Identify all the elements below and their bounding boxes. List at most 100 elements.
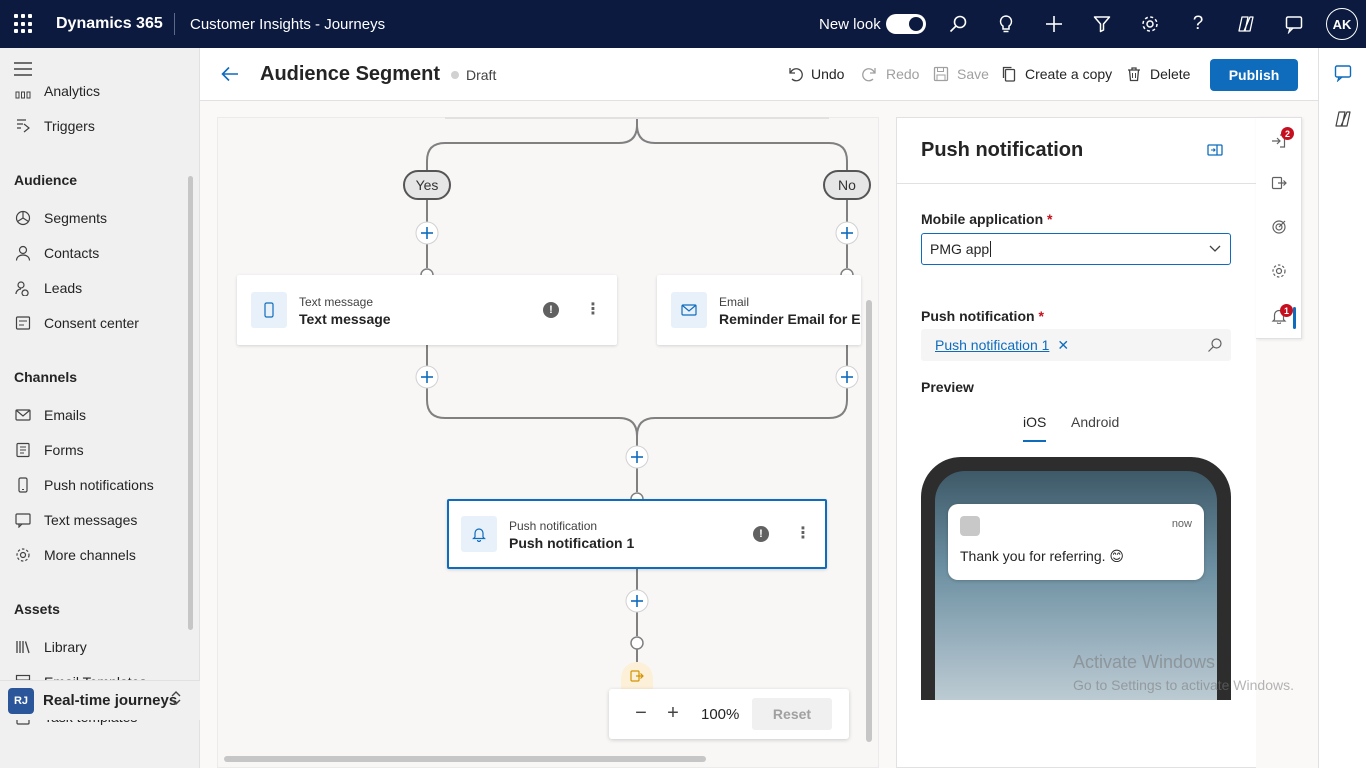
journey-connectors: [420, 117, 854, 662]
right-app-rail: [1318, 48, 1366, 768]
search-icon[interactable]: [946, 12, 970, 36]
bell-icon: [461, 516, 497, 552]
nav-item-contacts[interactable]: Contacts: [0, 238, 186, 268]
mobile-application-label: Mobile application *: [921, 211, 1053, 227]
more-options-icon[interactable]: ⋮: [795, 525, 811, 542]
remove-tag-icon[interactable]: ✕: [1057, 336, 1070, 353]
area-label: Real-time journeys: [43, 692, 178, 709]
feedback-icon[interactable]: [1282, 12, 1306, 36]
branch-no-label[interactable]: No: [823, 170, 871, 200]
goal-icon[interactable]: [1270, 218, 1288, 236]
notification-time: now: [1171, 518, 1192, 530]
area-switcher[interactable]: RJ Real-time journeys: [0, 680, 200, 720]
canvas-vertical-scrollbar[interactable]: [866, 300, 872, 742]
add-icon: [835, 221, 859, 245]
push-notification-lookup[interactable]: Push notification 1 ✕: [921, 329, 1231, 361]
command-bar: Audience Segment Draft Undo Redo Save Cr…: [200, 48, 1318, 101]
contacts-icon: [14, 244, 32, 262]
warning-icon[interactable]: !: [543, 302, 559, 318]
segments-icon: [14, 209, 32, 227]
tab-android[interactable]: Android: [1071, 414, 1120, 430]
nav-item-label: Segments: [44, 210, 108, 226]
branch-yes-label[interactable]: Yes: [403, 170, 451, 200]
nav-item-analytics[interactable]: Analytics: [0, 76, 186, 106]
chat-icon[interactable]: [1334, 64, 1352, 85]
brand-title[interactable]: Dynamics 365: [56, 15, 163, 32]
nav-item-label: Push notifications: [44, 477, 154, 493]
nav-item-emails[interactable]: Emails: [0, 400, 186, 430]
text-message-tile[interactable]: Text message Text message ! ⋮: [237, 275, 617, 345]
required-asterisk: *: [1047, 211, 1053, 227]
tab-ios[interactable]: iOS: [1023, 414, 1047, 442]
push-notification-tile[interactable]: Push notification Push notification 1 ! …: [447, 499, 827, 569]
warning-icon[interactable]: !: [753, 526, 769, 542]
add-step-button[interactable]: [625, 589, 649, 616]
zoom-out-button[interactable]: −: [635, 701, 647, 724]
delete-button[interactable]: Delete: [1126, 66, 1190, 82]
save-icon: [933, 66, 949, 82]
add-step-button[interactable]: [835, 365, 859, 392]
help-icon[interactable]: ?: [1192, 13, 1204, 34]
add-icon: [835, 365, 859, 389]
back-arrow-icon[interactable]: [220, 64, 240, 87]
settings-icon[interactable]: [1270, 262, 1288, 280]
nav-item-forms[interactable]: Forms: [0, 435, 186, 465]
reset-zoom-button[interactable]: Reset: [752, 698, 832, 730]
leads-icon: [14, 279, 32, 297]
add-step-button[interactable]: [625, 445, 649, 472]
chevron-down-icon: [1208, 241, 1222, 258]
notification-preview-card: now Thank you for referring. 😊: [948, 504, 1204, 580]
save-button[interactable]: Save: [933, 66, 989, 82]
selected-push-notification-link[interactable]: Push notification 1: [935, 337, 1050, 353]
new-look-toggle[interactable]: [886, 14, 926, 34]
nav-item-more-channels[interactable]: More channels: [0, 540, 186, 570]
canvas-horizontal-scrollbar[interactable]: [224, 756, 706, 762]
add-step-button[interactable]: [415, 365, 439, 392]
email-tile[interactable]: Email Reminder Email for Eve: [657, 275, 861, 345]
copilot-icon[interactable]: [1334, 110, 1352, 131]
app-name[interactable]: Customer Insights - Journeys: [190, 16, 386, 33]
tile-name: Push notification 1: [509, 535, 635, 551]
nav-item-triggers[interactable]: Triggers: [0, 111, 186, 141]
nav-item-segments[interactable]: Segments: [0, 203, 186, 233]
search-icon[interactable]: [1207, 337, 1223, 356]
panel-side-rail: 2 1: [1256, 117, 1302, 339]
hamburger-menu-icon[interactable]: [14, 62, 32, 79]
create-copy-button[interactable]: Create a copy: [1001, 66, 1112, 82]
user-avatar[interactable]: AK: [1326, 8, 1358, 40]
copilot-icon[interactable]: [1234, 12, 1258, 36]
redo-button[interactable]: Redo: [862, 66, 919, 82]
phone-preview: now Thank you for referring. 😊: [921, 457, 1231, 700]
undo-button[interactable]: Undo: [787, 66, 844, 82]
nav-item-text-messages[interactable]: Text messages: [0, 505, 186, 535]
nav-item-library[interactable]: Library: [0, 632, 186, 662]
top-bar: Dynamics 365 Customer Insights - Journey…: [0, 0, 1366, 48]
add-icon[interactable]: [1042, 12, 1066, 36]
collapse-panel-icon[interactable]: [1207, 143, 1223, 160]
mail-icon: [14, 406, 32, 424]
publish-button[interactable]: Publish: [1210, 59, 1298, 91]
phone-icon: [14, 476, 32, 494]
nav-scrollbar[interactable]: [188, 176, 193, 630]
add-icon: [415, 365, 439, 389]
notification-badge: 2: [1281, 127, 1294, 140]
zoom-in-button[interactable]: +: [667, 701, 679, 724]
nav-item-consent-center[interactable]: Consent center: [0, 308, 186, 338]
app-launcher-icon[interactable]: [14, 14, 34, 34]
settings-icon[interactable]: [1138, 12, 1162, 36]
mobile-application-dropdown[interactable]: PMG app: [921, 233, 1231, 265]
copy-label: Create a copy: [1025, 66, 1113, 82]
add-step-button[interactable]: [415, 221, 439, 248]
more-options-icon[interactable]: ⋮: [585, 301, 601, 318]
exit-node[interactable]: [621, 662, 653, 690]
status-label: Draft: [466, 67, 497, 83]
nav-item-push-notifications[interactable]: Push notifications: [0, 470, 186, 500]
nav-item-leads[interactable]: Leads: [0, 273, 186, 303]
filter-icon[interactable]: [1090, 12, 1114, 36]
lightbulb-icon[interactable]: [994, 12, 1018, 36]
add-step-button[interactable]: [835, 221, 859, 248]
chevron-updown-icon: [170, 689, 182, 710]
exit-icon[interactable]: [1270, 174, 1288, 192]
push-notification-label: Push notification *: [921, 308, 1044, 324]
nav-item-label: Leads: [44, 280, 83, 296]
